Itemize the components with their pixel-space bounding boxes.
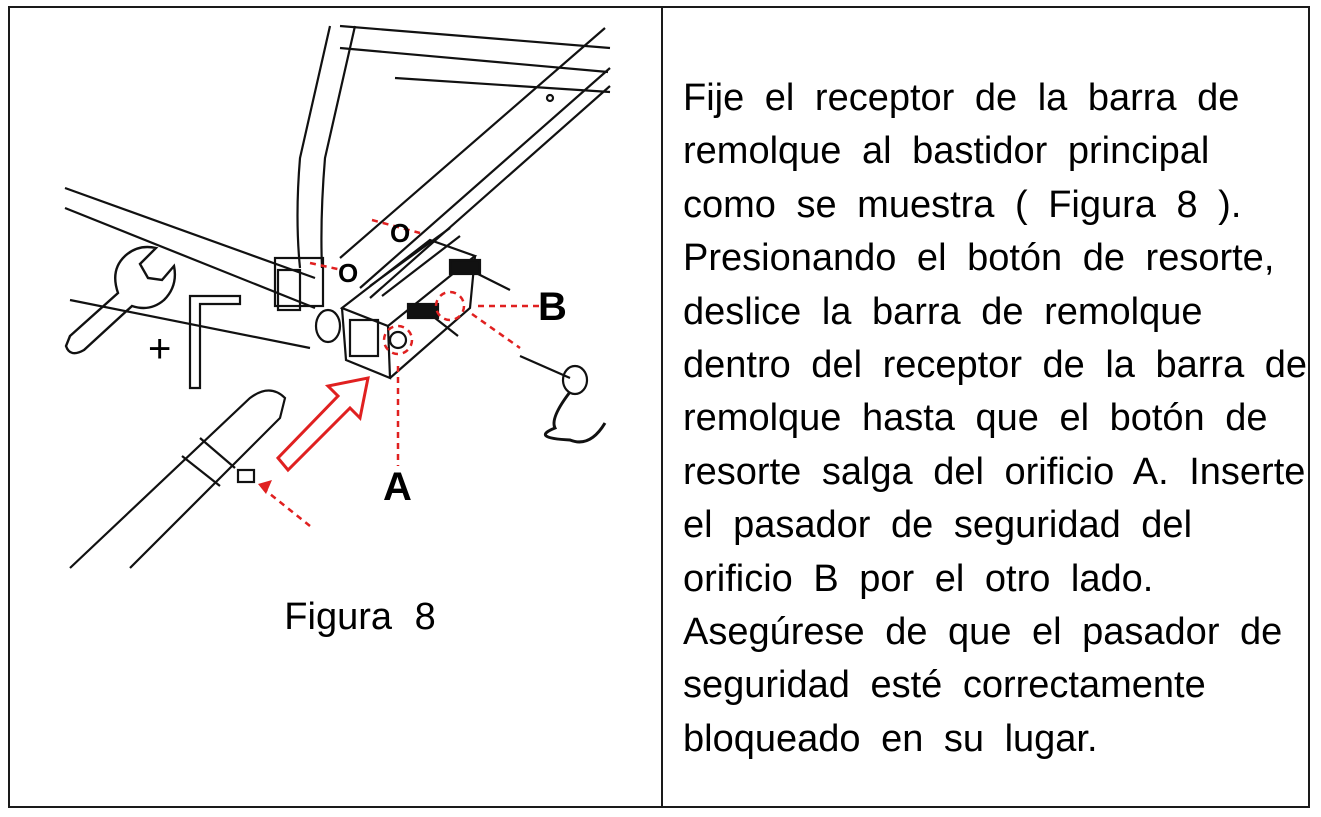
allen-key-icon (188, 294, 242, 390)
hole-marker-left: O (338, 258, 358, 288)
instruction-line: el pasador de seguridad del (683, 504, 1193, 547)
instruction-line: bloqueado en su lugar. (683, 717, 1098, 760)
callout-a: A (383, 465, 412, 509)
plus-sign: + (148, 327, 171, 371)
instruction-line: Fije el receptor de la barra de (683, 77, 1240, 119)
instruction-line: dentro del receptor de la barra de (683, 344, 1308, 387)
figure-panel: + A B O O Figura 8 (10, 8, 661, 806)
column-divider (661, 6, 663, 808)
instruction-line: Presionando el botón de resorte, (683, 237, 1275, 280)
bolts-drawing (406, 258, 607, 444)
instruction-line: seguridad esté correctamente (683, 664, 1206, 707)
assembly-illustration: + A B O O (64, 24, 611, 569)
instruction-paragraph: Fije el receptor de la barra de remolque… (683, 72, 1311, 766)
instruction-line: deslice la barra de remolque (683, 290, 1203, 333)
instruction-line: como se muestra ( Figura 8 ). (683, 183, 1242, 226)
callout-lines (264, 218, 540, 527)
figure-caption: Figura 8 (284, 596, 436, 638)
push-arrow-icon (258, 480, 272, 494)
instruction-table (8, 6, 1310, 808)
instruction-line: resorte salga del orificio A. Inserte (683, 450, 1306, 493)
instruction-line: orificio B por el otro lado. (683, 557, 1154, 600)
tow-bar-drawing (69, 389, 287, 569)
instruction-line: remolque al bastidor principal (683, 130, 1210, 173)
instruction-line: Asegúrese de que el pasador de (683, 611, 1283, 654)
direction-arrow-icon (275, 376, 370, 473)
main-frame-drawing (64, 24, 611, 350)
hole-marker-top: O (390, 218, 410, 248)
instruction-text-panel: Fije el receptor de la barra de remolque… (663, 8, 1311, 806)
callout-b: B (538, 285, 567, 329)
instruction-line: remolque hasta que el botón de (683, 397, 1268, 440)
wrench-icon (64, 245, 177, 355)
